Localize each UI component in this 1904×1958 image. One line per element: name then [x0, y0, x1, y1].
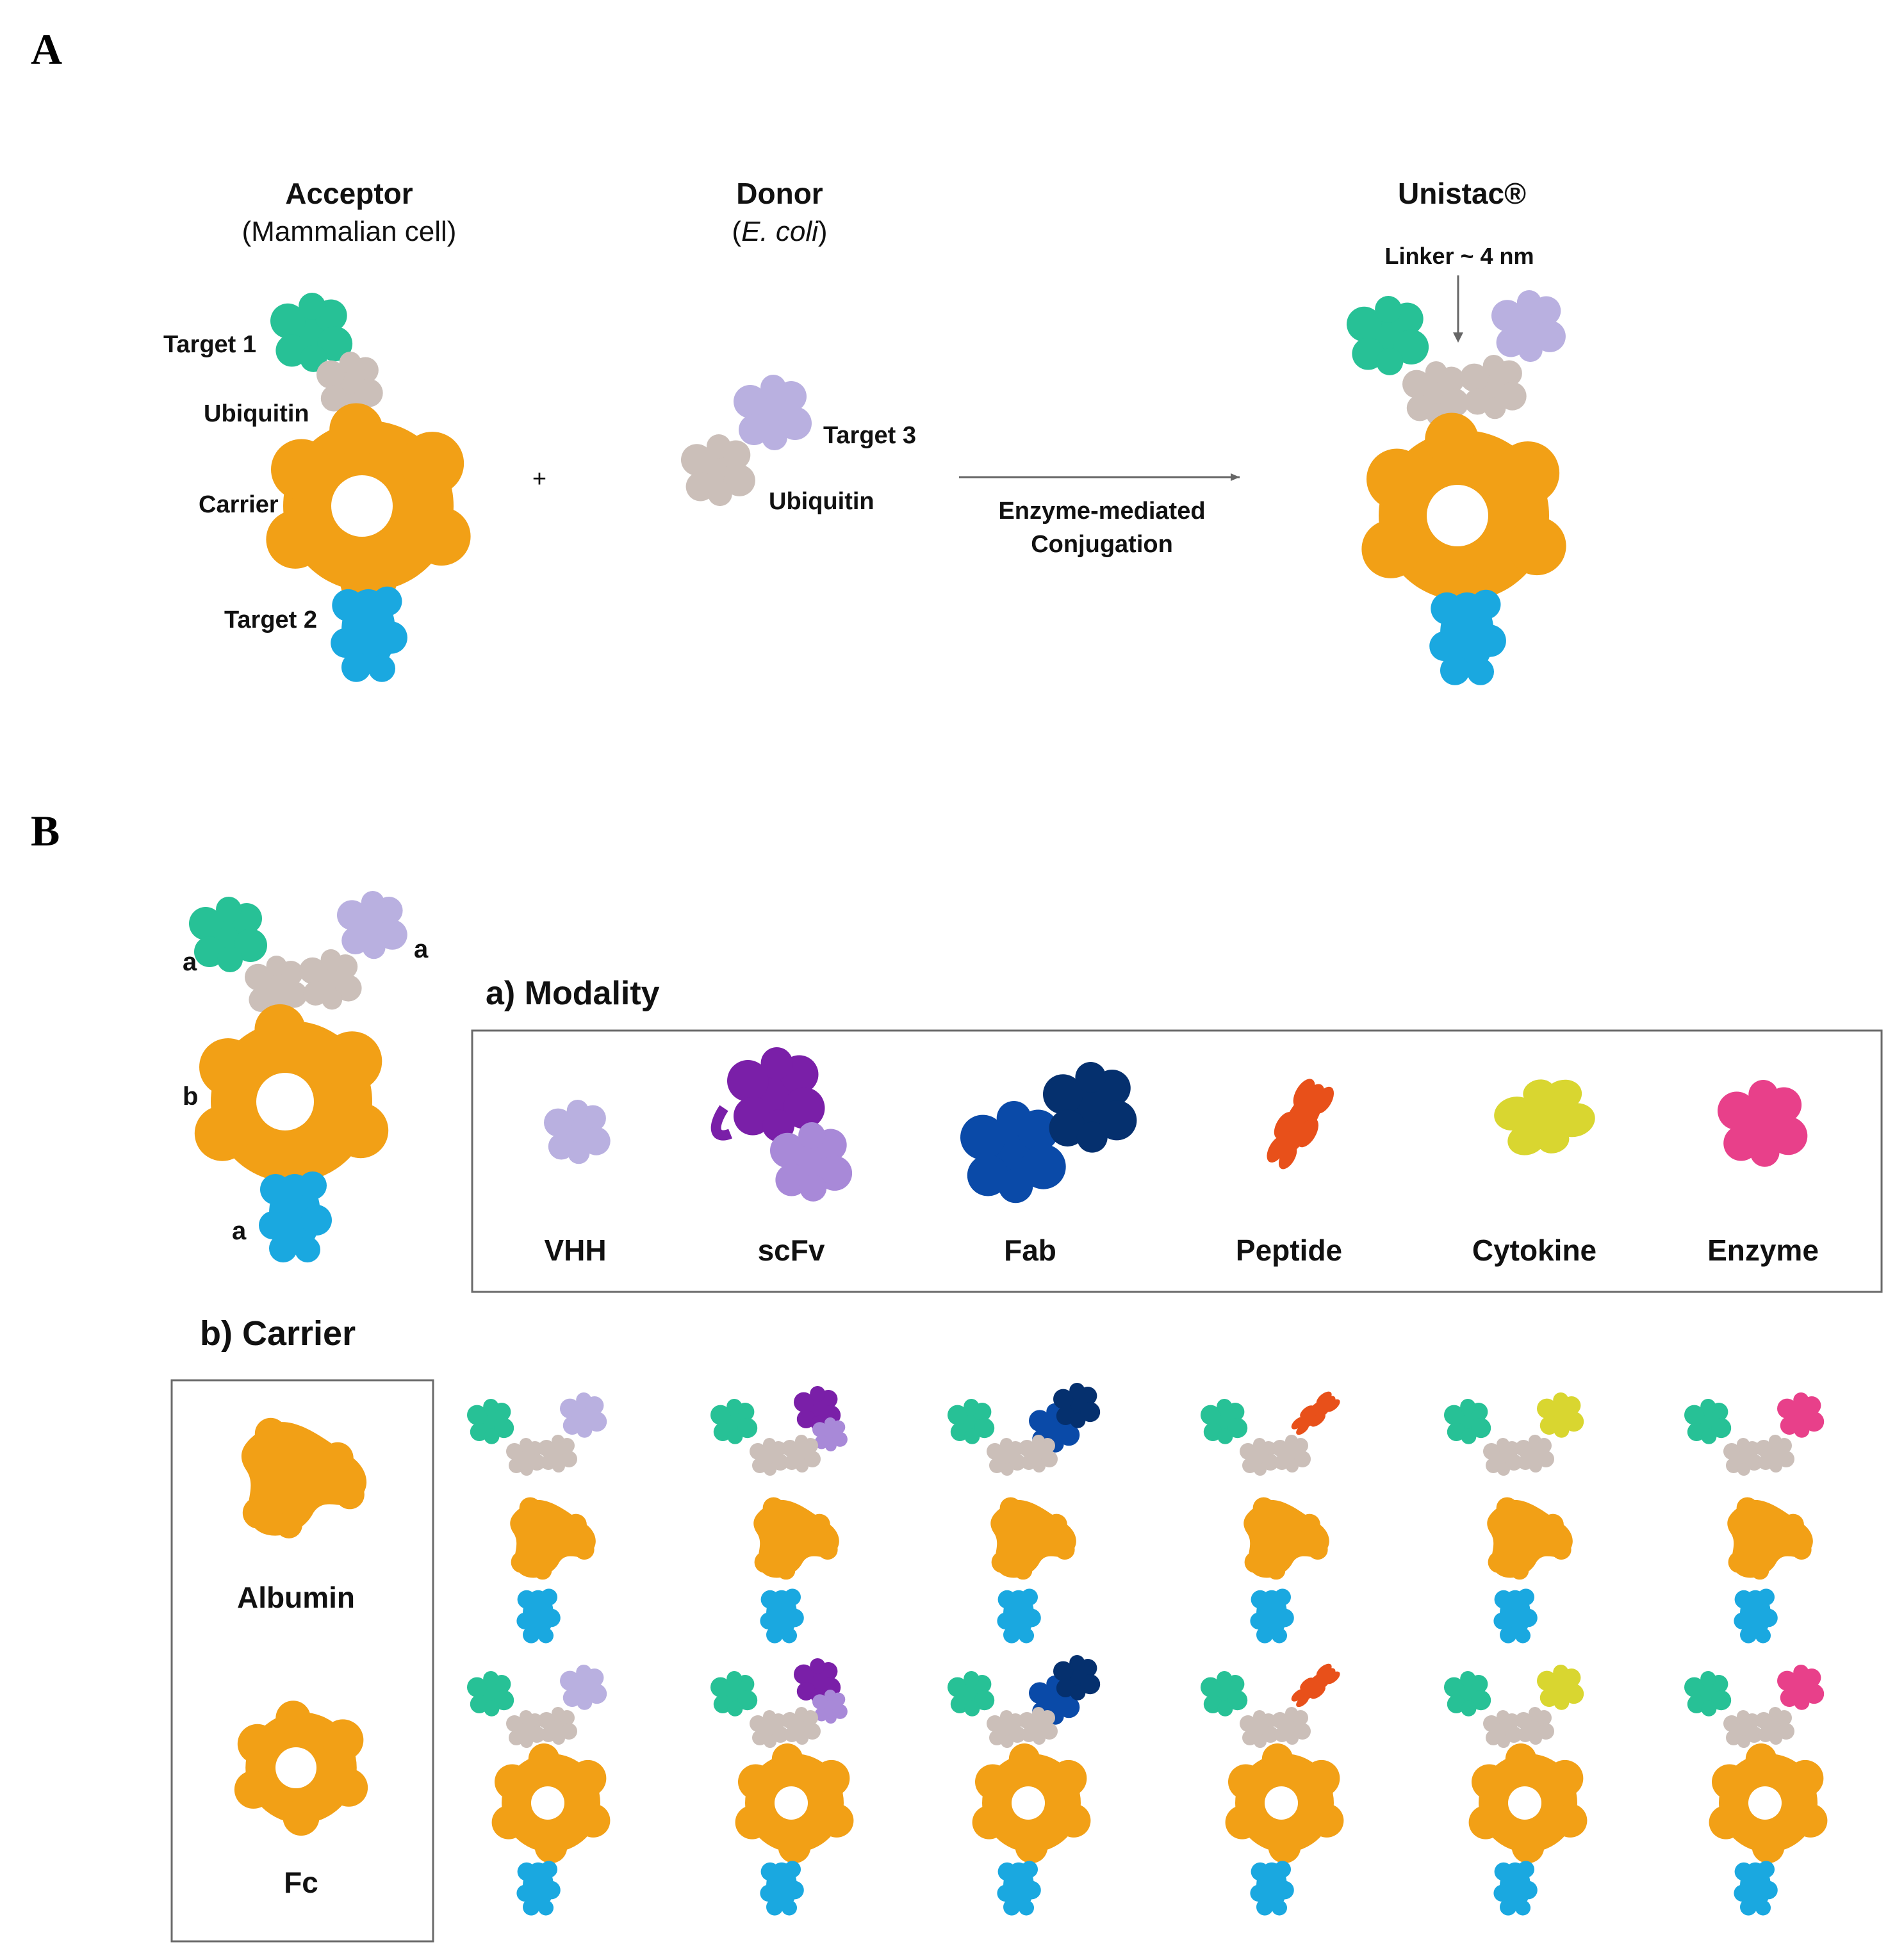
plus-sign: + — [532, 466, 546, 493]
label-target1: Target 1 — [163, 331, 256, 358]
target3-domain — [734, 375, 812, 450]
carrier-albumin-shape — [241, 1417, 367, 1538]
modality-heading: a) Modality — [486, 975, 660, 1012]
modality-vhh — [544, 1100, 611, 1164]
construct-fc-5 — [1684, 1665, 1828, 1916]
target2-domain — [331, 586, 407, 682]
construct-fc-0 — [467, 1665, 611, 1916]
construct-albumin-5 — [1684, 1392, 1825, 1644]
schematic-label-a-bottom: a — [232, 1217, 247, 1245]
carrier-label-albumin: Albumin — [237, 1581, 355, 1614]
modality-scfv — [710, 1047, 853, 1202]
linker-label: Linker ~ 4 nm — [1384, 243, 1534, 269]
unistac-molecule — [1347, 290, 1566, 685]
label-ubiquitin-donor: Ubiquitin — [769, 488, 874, 515]
carrier-box — [170, 1379, 434, 1943]
construct-albumin-0 — [467, 1392, 607, 1644]
construct-albumin-3 — [1201, 1387, 1343, 1644]
modality-label-4: Cytokine — [1472, 1234, 1596, 1267]
schematic-label-a-right: a — [414, 935, 429, 963]
modality-label-0: VHH — [544, 1234, 606, 1267]
schematic-label-b: b — [183, 1082, 198, 1111]
donor-title: Donor — [736, 177, 823, 210]
modality-cytokine — [1488, 1067, 1602, 1166]
carrier-label-fc: Fc — [284, 1866, 318, 1899]
construct-fc-1 — [710, 1658, 854, 1916]
modality-label-3: Peptide — [1236, 1234, 1342, 1267]
modality-fab — [960, 1062, 1137, 1203]
donor-subtitle: (E. coli) — [732, 216, 827, 247]
label-carrier: Carrier — [199, 491, 279, 518]
product-title: Unistac® — [1398, 177, 1526, 210]
carrier-fc-shape — [234, 1701, 368, 1836]
construct-albumin-4 — [1444, 1392, 1584, 1644]
construct-fc-4 — [1444, 1665, 1588, 1916]
panel-letter-a: A — [31, 25, 62, 74]
modality-peptide — [1258, 1072, 1341, 1176]
acceptor-subtitle: (Mammalian cell) — [242, 216, 457, 247]
reaction-label-line2: Conjugation — [1031, 531, 1173, 558]
carrier-heading: b) Carrier — [200, 1314, 356, 1353]
donor-molecule — [681, 375, 812, 507]
reaction-arrowhead — [1231, 473, 1240, 481]
schematic-molecule — [189, 891, 407, 1262]
label-target2: Target 2 — [224, 607, 317, 633]
acceptor-molecule — [266, 293, 471, 682]
carrier-hole — [331, 475, 393, 537]
reaction-label-line1: Enzyme-mediated — [998, 498, 1205, 525]
label-target3: Target 3 — [823, 422, 916, 449]
construct-grid — [467, 1383, 1828, 1916]
panel-letter-b: B — [31, 806, 60, 855]
construct-fc-2 — [948, 1655, 1101, 1916]
construct-fc-3 — [1201, 1660, 1344, 1916]
construct-albumin-1 — [710, 1386, 848, 1644]
modality-label-1: scFv — [758, 1234, 825, 1267]
modality-enzyme — [1718, 1080, 1808, 1167]
modality-box — [471, 1029, 1883, 1293]
linker-arrowhead — [1453, 332, 1463, 343]
schematic-label-a-left: a — [183, 948, 197, 976]
modality-label-5: Enzyme — [1707, 1234, 1819, 1267]
label-ubiquitin-acceptor: Ubiquitin — [204, 400, 309, 427]
ubiquitin-donor-domain — [681, 434, 755, 507]
acceptor-title: Acceptor — [285, 177, 413, 210]
construct-albumin-2 — [948, 1383, 1101, 1644]
modality-label-2: Fab — [1004, 1234, 1056, 1267]
